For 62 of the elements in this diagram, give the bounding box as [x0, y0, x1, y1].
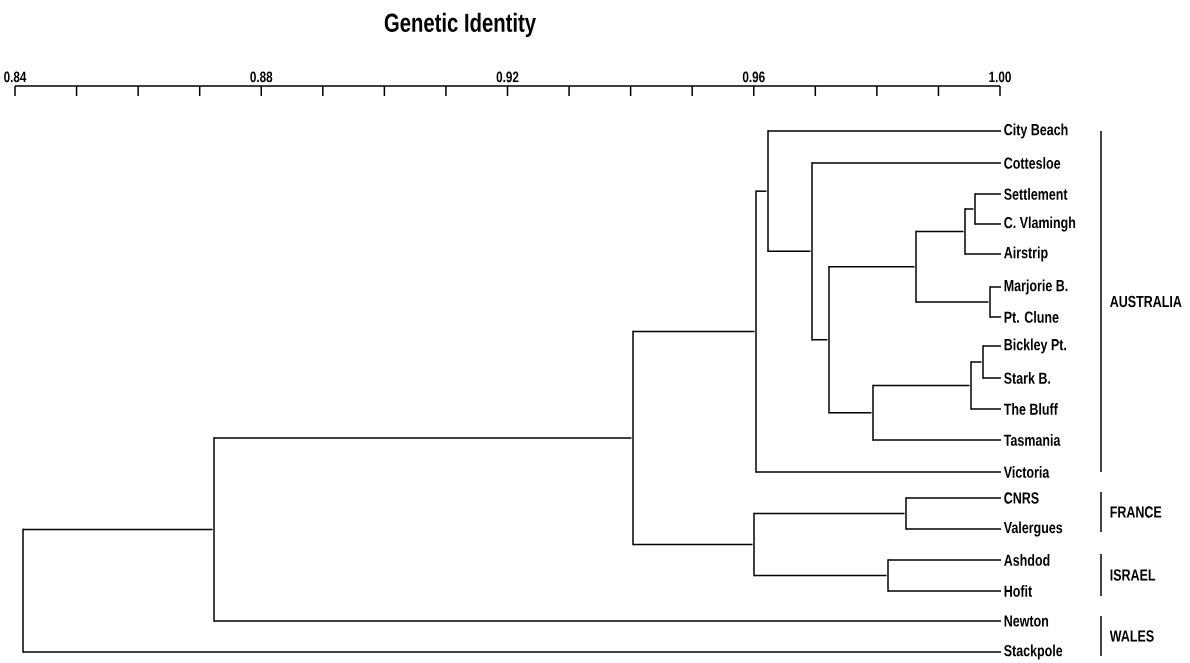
branch-line	[767, 250, 812, 253]
branch-line	[811, 162, 1002, 164]
branch-line	[213, 437, 633, 439]
branch-line	[974, 223, 1002, 225]
leaf-label: Ashdod	[1004, 554, 1050, 566]
branch-line	[989, 286, 1002, 288]
branch-line	[970, 408, 1002, 410]
branch-line	[755, 471, 1002, 473]
leaf-label: Bickley Pt.	[1004, 338, 1066, 354]
leaf-label: Hofit	[1004, 585, 1033, 597]
branch-line	[915, 301, 990, 303]
leaf-label: Stark B.	[1004, 372, 1051, 384]
leaf-label: Valergues	[1003, 521, 1063, 537]
branch-line	[887, 559, 1002, 561]
tick-label: 0.92	[496, 71, 519, 83]
branch-line	[213, 620, 1002, 622]
branch-line	[632, 330, 756, 333]
branch-line	[22, 651, 1002, 653]
leaf-label: Victoria	[1003, 466, 1050, 478]
group-label: AUSTRALIA	[1110, 295, 1182, 308]
branch-line	[887, 590, 1002, 592]
leaf-label: Cottesloe	[1004, 157, 1061, 169]
title: Genetic Identity	[384, 12, 536, 38]
branch-line	[828, 266, 916, 268]
leaf-label: Airstrip	[1004, 246, 1048, 262]
leaf-label: Pt. Clune	[1004, 311, 1059, 323]
branch-line	[753, 574, 888, 577]
group-label: ISRAEL	[1110, 569, 1156, 581]
branch-line	[905, 497, 1002, 499]
branch-line	[22, 528, 214, 531]
leaf-label: C. Vlamingh	[1004, 216, 1076, 232]
branch-line	[964, 208, 975, 210]
tick-label: 1.00	[989, 71, 1011, 83]
leaf-label: Newton	[1004, 615, 1049, 627]
branch-line	[872, 439, 1002, 441]
branch-line	[982, 345, 1002, 347]
branch-line	[915, 230, 965, 233]
group-label: WALES	[1109, 630, 1154, 642]
leaf-label: Settlement	[1004, 188, 1068, 200]
leaf-label: Stackpole	[1004, 644, 1063, 660]
branch-line	[964, 253, 1002, 255]
leaf-label: Marjorie B.	[1004, 279, 1068, 295]
tick-label: 0.88	[250, 71, 273, 83]
branch-line	[982, 377, 1002, 379]
leaf-label: City Beach	[1004, 123, 1068, 139]
branch-line	[974, 193, 1002, 195]
leaf-label: The Bluff	[1003, 403, 1058, 415]
group-label: FRANCE	[1110, 506, 1162, 518]
branch-line	[755, 190, 768, 192]
branch-line	[753, 512, 906, 515]
leaf-label: Tasmania	[1003, 434, 1061, 446]
branch-line	[989, 316, 1002, 318]
branch-line	[811, 339, 829, 341]
leaf-label: CNRS	[1004, 492, 1039, 504]
tick-label: 0.84	[4, 71, 27, 83]
tick-label: 0.96	[742, 71, 765, 83]
branch-line	[905, 528, 1002, 530]
branch-line	[872, 384, 971, 387]
branch-line	[632, 543, 754, 546]
branch-line	[970, 361, 983, 363]
branch-line	[828, 412, 873, 414]
branch-line	[767, 130, 1002, 132]
